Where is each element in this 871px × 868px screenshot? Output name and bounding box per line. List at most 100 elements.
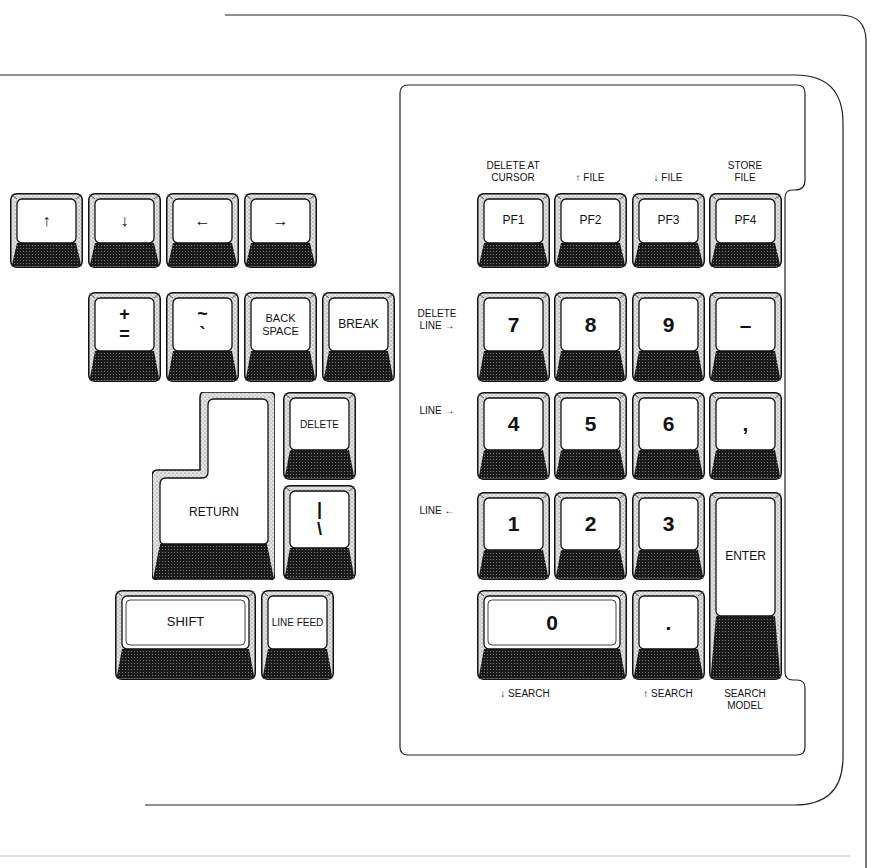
- key-legend: PF1: [502, 214, 524, 227]
- key-legend: ←: [195, 212, 211, 230]
- key-legend: 9: [663, 313, 675, 336]
- key-legend: 4: [508, 412, 520, 435]
- keycap-outline: [244, 292, 317, 382]
- keycap-face: 6: [641, 400, 696, 448]
- keycap-face: +=: [97, 300, 152, 349]
- keycap-outline: [322, 292, 395, 382]
- keycap: ↑: [10, 193, 83, 268]
- keycap-outline: [632, 193, 705, 268]
- keycap-face: BREAK: [331, 300, 386, 349]
- key-legend: PF2: [579, 214, 601, 227]
- function-label: ↓ SEARCH: [485, 688, 565, 700]
- keycap: 4: [477, 392, 550, 480]
- function-label: ↓ FILE: [638, 172, 698, 184]
- function-label: DELETE LINE →: [414, 308, 460, 332]
- keycap: 5: [554, 392, 627, 480]
- keycap: BACK SPACE: [244, 292, 317, 382]
- keycap: 9: [632, 292, 705, 382]
- keycap-outline: [88, 193, 161, 268]
- keycap: PF3: [632, 193, 705, 268]
- keycap: BREAK: [322, 292, 395, 382]
- key-legend: –: [740, 313, 752, 336]
- keycap-face: DELETE: [292, 400, 347, 448]
- key-legend: 1: [508, 512, 520, 535]
- key-legend: 8: [585, 313, 597, 336]
- keycap: PF4: [709, 193, 782, 268]
- keycap-outline: [709, 492, 782, 680]
- function-label: LINE ←: [417, 505, 457, 517]
- keycap: SHIFT: [115, 590, 256, 680]
- function-label: STORE FILE: [719, 160, 771, 184]
- keycap: 2: [554, 492, 627, 580]
- function-label: ↑ FILE: [560, 172, 620, 184]
- key-legend: BREAK: [338, 318, 379, 331]
- key-legend: ENTER: [725, 550, 766, 563]
- key-legend: RETURN: [189, 506, 239, 519]
- keycap-outline: [477, 392, 550, 480]
- key-legend: PF4: [734, 214, 756, 227]
- keycap-outline: [477, 193, 550, 268]
- keycap-face: ,: [718, 400, 773, 448]
- keycap-outline: [632, 590, 705, 680]
- keycap-face: ←: [175, 201, 230, 241]
- keycap-face: RETURN: [160, 482, 268, 544]
- keycap-face: PF4: [718, 201, 773, 241]
- keycap: 7: [477, 292, 550, 382]
- keycap-outline: [244, 193, 317, 268]
- keycap: ←: [166, 193, 239, 268]
- keycap: PF2: [554, 193, 627, 268]
- keycap-outline: [554, 193, 627, 268]
- keycap-outline: [152, 392, 275, 580]
- keycap-face: ENTER: [718, 500, 773, 614]
- key-legend: `: [200, 325, 206, 345]
- key-legend: .: [666, 611, 672, 634]
- keycap: →: [244, 193, 317, 268]
- keycap: ↓: [88, 193, 161, 268]
- key-legend: SHIFT: [167, 615, 205, 629]
- keycap-outline: [632, 292, 705, 382]
- keycap-face: 0: [486, 598, 618, 647]
- keycap: ,: [709, 392, 782, 480]
- keycap: 3: [632, 492, 705, 580]
- key-legend: =: [119, 325, 130, 345]
- keycap-outline: [477, 292, 550, 382]
- keycap-outline: [10, 193, 83, 268]
- keycap: DELETE: [283, 392, 356, 480]
- function-label: ↑ SEARCH: [633, 688, 703, 700]
- keycap-face: 2: [563, 500, 618, 548]
- key-legend: 7: [508, 313, 520, 336]
- keycap-outline: [166, 193, 239, 268]
- keycap: –: [709, 292, 782, 382]
- keycap-outline: [554, 292, 627, 382]
- keycap-face: PF1: [486, 201, 541, 241]
- key-legend: LINE FEED: [272, 617, 324, 628]
- keycap-face: 8: [563, 300, 618, 349]
- keycap-outline: [554, 392, 627, 480]
- key-legend: BACK SPACE: [253, 312, 308, 336]
- keycap: 6: [632, 392, 705, 480]
- key-legend: 2: [585, 512, 597, 535]
- key-legend: ↑: [43, 212, 51, 230]
- key-legend: 3: [663, 512, 675, 535]
- keycap-outline: [115, 590, 256, 680]
- key-legend: 5: [585, 412, 597, 435]
- keycap-outline: [632, 392, 705, 480]
- key-legend: ~: [197, 305, 208, 325]
- keycap-face: 3: [641, 500, 696, 548]
- keycap: +=: [88, 292, 161, 382]
- keycap: PF1: [477, 193, 550, 268]
- function-label: SEARCH MODEL: [715, 688, 775, 712]
- keycap-outline: [477, 492, 550, 580]
- keycap-face: LINE FEED: [270, 598, 325, 647]
- keycap-outline: [709, 392, 782, 480]
- keycap-face: BACK SPACE: [253, 300, 308, 349]
- keycap-outline: [554, 492, 627, 580]
- keycap-face: |\: [292, 493, 347, 546]
- keycap: LINE FEED: [261, 590, 334, 680]
- keycap-face: –: [718, 300, 773, 349]
- keycap: .: [632, 590, 705, 680]
- keycap-outline: [709, 193, 782, 268]
- keycap: ENTER: [709, 492, 782, 680]
- keycap-face: 9: [641, 300, 696, 349]
- keycap-face: 4: [486, 400, 541, 448]
